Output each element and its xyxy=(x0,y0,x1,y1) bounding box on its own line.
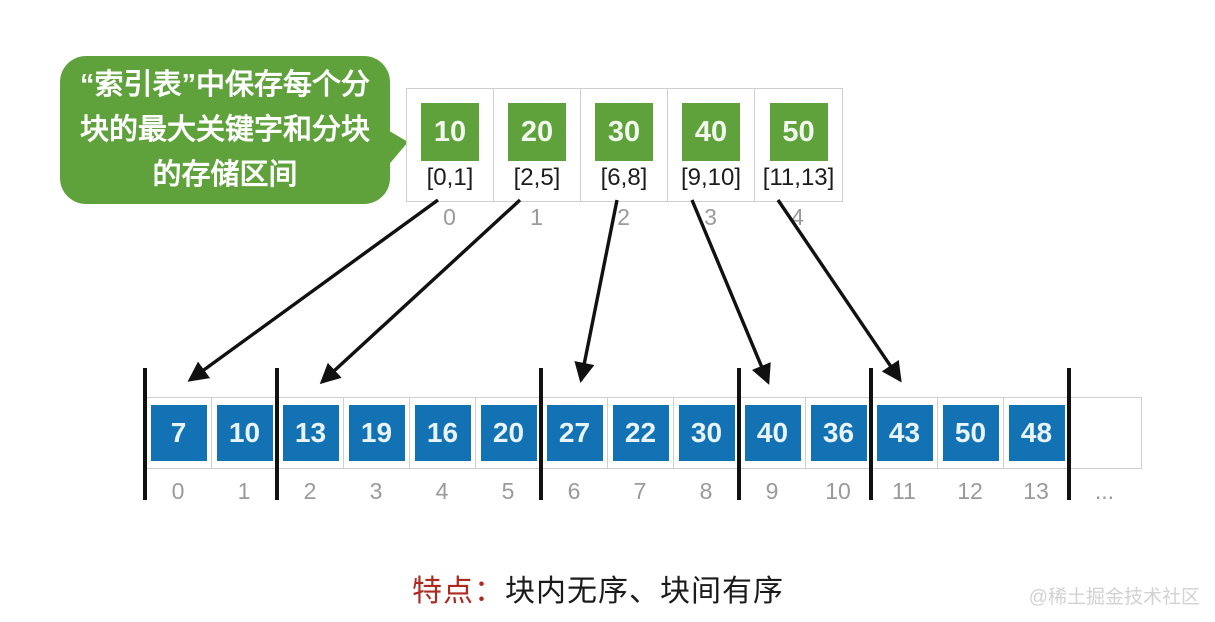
array-value: 19 xyxy=(348,405,405,461)
callout-line-1: “索引表”中保存每个分 xyxy=(79,68,370,101)
array-value: 50 xyxy=(942,405,999,461)
array-position: 9 xyxy=(765,478,779,504)
array-cell: 7 xyxy=(146,398,212,468)
array-position: 1 xyxy=(237,478,251,504)
caption-label: 特点： xyxy=(412,575,505,608)
callout-line-3: 的存储区间 xyxy=(152,158,298,191)
index-table-cell: 30 [6,8] xyxy=(581,89,668,201)
array-position: 12 xyxy=(957,478,983,504)
array-value: 43 xyxy=(876,405,933,461)
index-table-position: 1 xyxy=(530,204,543,230)
array-cell: 10 xyxy=(212,398,278,468)
callout-line-2: 块的最大关键字和分块 xyxy=(79,113,370,146)
callout-bubble: “索引表”中保存每个分 块的最大关键字和分块 的存储区间 xyxy=(60,56,390,204)
index-key: 10 xyxy=(421,103,479,161)
index-range: [11,13] xyxy=(762,164,835,191)
array-position: 6 xyxy=(567,478,581,504)
array-value: 48 xyxy=(1008,405,1065,461)
index-table-cell: 40 [9,10] xyxy=(668,89,755,201)
array-cell: 30 xyxy=(674,398,740,468)
array-cell: 43 xyxy=(872,398,938,468)
index-range: [6,8] xyxy=(600,164,648,191)
array-position: 8 xyxy=(699,478,713,504)
array-cell: 27 xyxy=(542,398,608,468)
index-table: 10 [0,1] 20 [2,5] 30 [6,8] 40 [9,10] 50 [11,13] xyxy=(406,88,843,202)
array-position: 10 xyxy=(825,478,851,504)
index-key: 40 xyxy=(682,103,740,161)
index-range: [0,1] xyxy=(426,164,474,191)
index-table-cell: 50 [11,13] xyxy=(755,89,842,201)
index-table-position: 3 xyxy=(704,204,717,230)
index-table-cell: 10 [0,1] xyxy=(407,89,494,201)
array-position: 3 xyxy=(369,478,383,504)
index-table-position: 0 xyxy=(443,204,456,230)
array-cell: 40 xyxy=(740,398,806,468)
index-table-position: 4 xyxy=(791,204,804,230)
array-cell: 50 xyxy=(938,398,1004,468)
array-value: 10 xyxy=(216,405,273,461)
array-value: 40 xyxy=(744,405,801,461)
block-divider xyxy=(737,368,741,500)
array-value: 27 xyxy=(546,405,603,461)
index-table-position: 2 xyxy=(617,204,630,230)
block-divider xyxy=(143,368,147,500)
block-divider xyxy=(1067,368,1071,500)
index-range: [9,10] xyxy=(680,164,742,191)
index-key: 30 xyxy=(595,103,653,161)
arrow-index-0-to-block-0 xyxy=(187,198,439,382)
array-cell: 36 xyxy=(806,398,872,468)
watermark: @稀土掘金技术社区 xyxy=(1028,587,1200,608)
block-divider xyxy=(539,368,543,500)
array-value: 36 xyxy=(810,405,867,461)
array-cell-empty xyxy=(1070,398,1141,468)
caption-text: 块内无序、块间有序 xyxy=(505,575,784,608)
array-cell: 16 xyxy=(410,398,476,468)
index-table-indices: 0 1 2 3 4 xyxy=(406,204,841,231)
array-value: 20 xyxy=(480,405,537,461)
array-position: 7 xyxy=(633,478,647,504)
block-divider xyxy=(275,368,279,500)
array-position: 4 xyxy=(435,478,449,504)
array-position: 5 xyxy=(501,478,515,504)
array-value: 22 xyxy=(612,405,669,461)
index-table-cell: 20 [2,5] xyxy=(494,89,581,201)
array-cell: 13 xyxy=(278,398,344,468)
index-range: [2,5] xyxy=(513,164,561,191)
index-key: 20 xyxy=(508,103,566,161)
array-cell: 19 xyxy=(344,398,410,468)
array-position: 13 xyxy=(1023,478,1049,504)
array-position: 2 xyxy=(303,478,317,504)
array-value: 13 xyxy=(282,405,339,461)
array-cell: 22 xyxy=(608,398,674,468)
array-ellipsis: ... xyxy=(1094,478,1115,504)
array-position: 0 xyxy=(171,478,185,504)
index-key: 50 xyxy=(769,103,828,161)
block-divider xyxy=(869,368,873,500)
array-value: 16 xyxy=(414,405,471,461)
array-cell: 48 xyxy=(1004,398,1070,468)
array-position: 11 xyxy=(892,478,916,504)
array-value: 30 xyxy=(678,405,735,461)
callout-tail xyxy=(386,129,408,168)
array-cell: 20 xyxy=(476,398,542,468)
array-value: 7 xyxy=(150,405,207,461)
caption: 特点：块内无序、块间有序 xyxy=(412,566,784,610)
